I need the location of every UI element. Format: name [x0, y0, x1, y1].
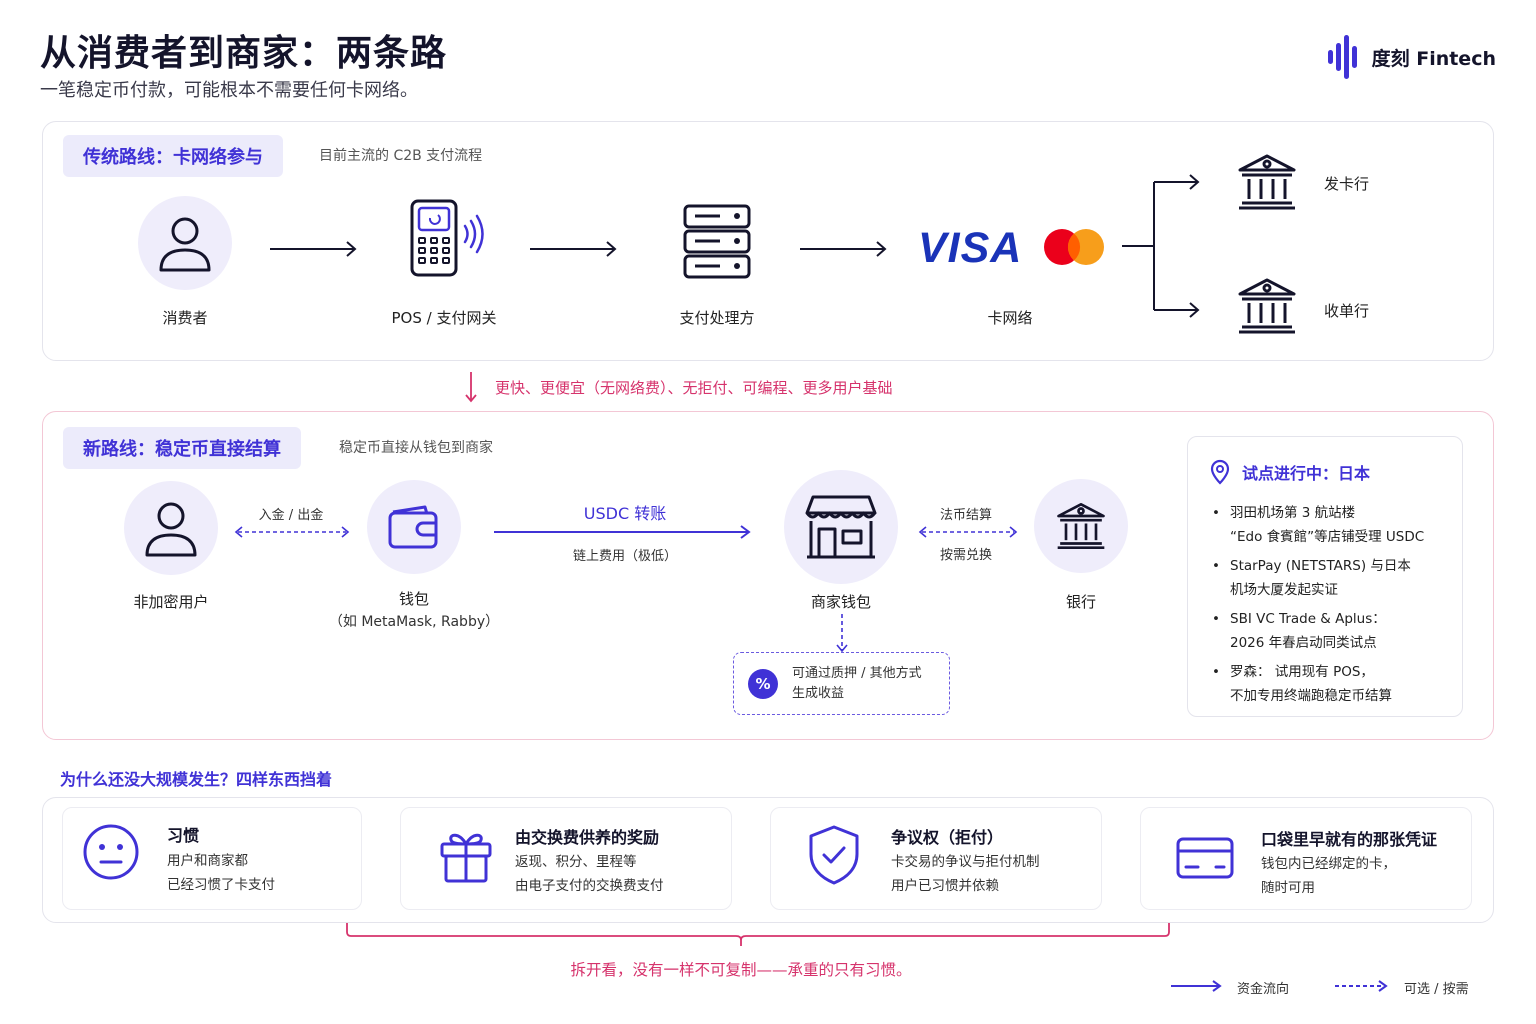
pos-terminal-icon — [410, 199, 484, 277]
shield-check-icon — [809, 825, 859, 885]
traditional-route-note: 目前主流的 C2B 支付流程 — [319, 148, 483, 164]
issuer-bank-icon — [1238, 154, 1296, 210]
down-arrow-icon — [465, 372, 477, 403]
bank-node — [1034, 479, 1128, 573]
fiat-settlement-label: 法币结算 — [939, 508, 993, 523]
legend-optional-label: 可选 / 按需 — [1404, 982, 1469, 997]
advantages-text: 更快、更便宜（无网络费）、无拒付、可编程、更多用户基础 — [495, 379, 893, 397]
mastercard-logo-icon — [1044, 229, 1104, 265]
legend-dashed-arrow-icon — [1335, 980, 1388, 992]
gift-icon — [440, 833, 492, 883]
traditional-route-tag: 传统路线：卡网络参与 — [63, 135, 283, 177]
barrier-title: 由交换费供养的奖励 — [515, 828, 660, 847]
barrier-card-dispute: 争议权（拒付） 卡交易的争议与拒付机制用户已习惯并依赖 — [770, 807, 1102, 910]
barrier-desc: 返现、积分、里程等由电子支付的交换费支付 — [515, 854, 664, 894]
yield-dashed-arrow — [836, 614, 848, 653]
barrier-title: 口袋里早就有的那张凭证 — [1261, 830, 1438, 849]
usdc-transfer-label: USDC 转账 — [583, 504, 667, 523]
onramp-bidirectional-arrow — [234, 526, 350, 538]
new-route-tag: 新路线：稳定币直接结算 — [63, 427, 301, 469]
consumer-node — [138, 196, 232, 290]
location-pin-icon — [1210, 459, 1230, 485]
yield-line-2: 生成收益 — [792, 685, 845, 701]
barrier-title: 习惯 — [167, 826, 200, 845]
onramp-label: 入金 / 出金 — [258, 508, 324, 523]
pilot-list: 羽田机场第 3 航站楼“Edo 食賓館”等店铺受理 USDC StarPay (… — [1210, 501, 1442, 708]
pilot-item: 罗森： 试用现有 POS，不加专用终端跑稳定币结算 — [1210, 660, 1442, 708]
server-icon — [683, 204, 751, 279]
bank-branch-arrows — [1122, 174, 1200, 318]
yield-box: % 可通过质押 / 其他方式 生成收益 — [733, 652, 950, 715]
barrier-desc: 卡交易的争议与拒付机制用户已习惯并依赖 — [891, 854, 1040, 894]
traditional-flow-arrows — [270, 241, 887, 257]
new-route-note: 稳定币直接从钱包到商家 — [339, 440, 493, 456]
wallet-icon — [388, 505, 438, 549]
legend-solid-arrow-icon — [1171, 980, 1222, 992]
brand-logo-icon — [1327, 35, 1357, 79]
brand-name: 度刻 Fintech — [1371, 47, 1496, 70]
barrier-desc: 钱包内已经绑定的卡，随时可用 — [1261, 856, 1396, 896]
barriers-panel — [42, 797, 1494, 923]
bank-label: 银行 — [1065, 593, 1097, 611]
brand: 度刻 Fintech — [1326, 34, 1496, 80]
percent-icon: % — [748, 668, 778, 699]
barrier-card-credential: 口袋里早就有的那张凭证 钱包内已经绑定的卡，随时可用 — [1140, 807, 1472, 910]
wallet-node — [367, 480, 461, 574]
conclusion-bracket — [346, 923, 1170, 946]
merchant-wallet-node — [784, 470, 898, 584]
person-icon — [145, 502, 197, 557]
pilot-item: 羽田机场第 3 航站楼“Edo 食賓館”等店铺受理 USDC — [1210, 501, 1442, 549]
non-crypto-user-node — [124, 481, 218, 575]
yield-line-1: 可通过质押 / 其他方式 — [792, 665, 922, 681]
neutral-face-icon — [83, 824, 139, 880]
non-crypto-user-label: 非加密用户 — [133, 593, 209, 611]
merchant-wallet-label: 商家钱包 — [810, 593, 872, 611]
pilot-title: 试点进行中：日本 — [1242, 464, 1371, 483]
page-subtitle: 一笔稳定币付款，可能根本不需要任何卡网络。 — [40, 80, 418, 101]
wallet-label: 钱包 — [398, 590, 430, 608]
page-title: 从消费者到商家：两条路 — [40, 33, 448, 74]
fiat-bidirectional-arrow — [918, 526, 1018, 538]
new-route-panel — [42, 411, 1494, 740]
usdc-transfer-arrow — [494, 525, 751, 539]
person-icon — [159, 217, 211, 272]
consumer-label: 消费者 — [162, 309, 208, 327]
barrier-title: 争议权（拒付） — [891, 828, 1004, 847]
onchain-fee-label: 链上费用（极低） — [572, 549, 678, 564]
pilot-item: SBI VC Trade & Aplus：2026 年春启动同类试点 — [1210, 607, 1442, 655]
bank-icon — [1057, 503, 1105, 549]
processor-label: 支付处理方 — [679, 309, 755, 327]
acquirer-bank-label: 收单行 — [1324, 302, 1370, 320]
issuer-bank-label: 发卡行 — [1324, 175, 1370, 193]
barrier-card-habit: 习惯 用户和商家都已经习惯了卡支付 — [62, 807, 362, 910]
acquirer-bank-icon — [1238, 278, 1296, 334]
traditional-route-panel — [42, 121, 1494, 361]
exchange-on-demand-label: 按需兑换 — [939, 548, 993, 563]
japan-pilot-box: 试点进行中：日本 羽田机场第 3 航站楼“Edo 食賓館”等店铺受理 USDC … — [1187, 436, 1463, 717]
wallet-examples: （如 MetaMask, Rabby） — [328, 614, 500, 630]
barrier-desc: 用户和商家都已经习惯了卡支付 — [167, 853, 275, 893]
barriers-heading: 为什么还没大规模发生？四样东西挡着 — [60, 770, 333, 789]
credit-card-icon — [1176, 837, 1234, 879]
storefront-icon — [805, 495, 877, 559]
pos-label: POS / 支付网关 — [391, 309, 497, 327]
barrier-card-rewards: 由交换费供养的奖励 返现、积分、里程等由电子支付的交换费支付 — [400, 807, 732, 910]
conclusion-text: 拆开看，没有一样不可复制——承重的只有习惯。 — [570, 961, 912, 979]
visa-logo: VISA — [918, 224, 1023, 272]
card-network-label: 卡网络 — [987, 309, 1033, 327]
legend-flow-label: 资金流向 — [1237, 982, 1290, 997]
